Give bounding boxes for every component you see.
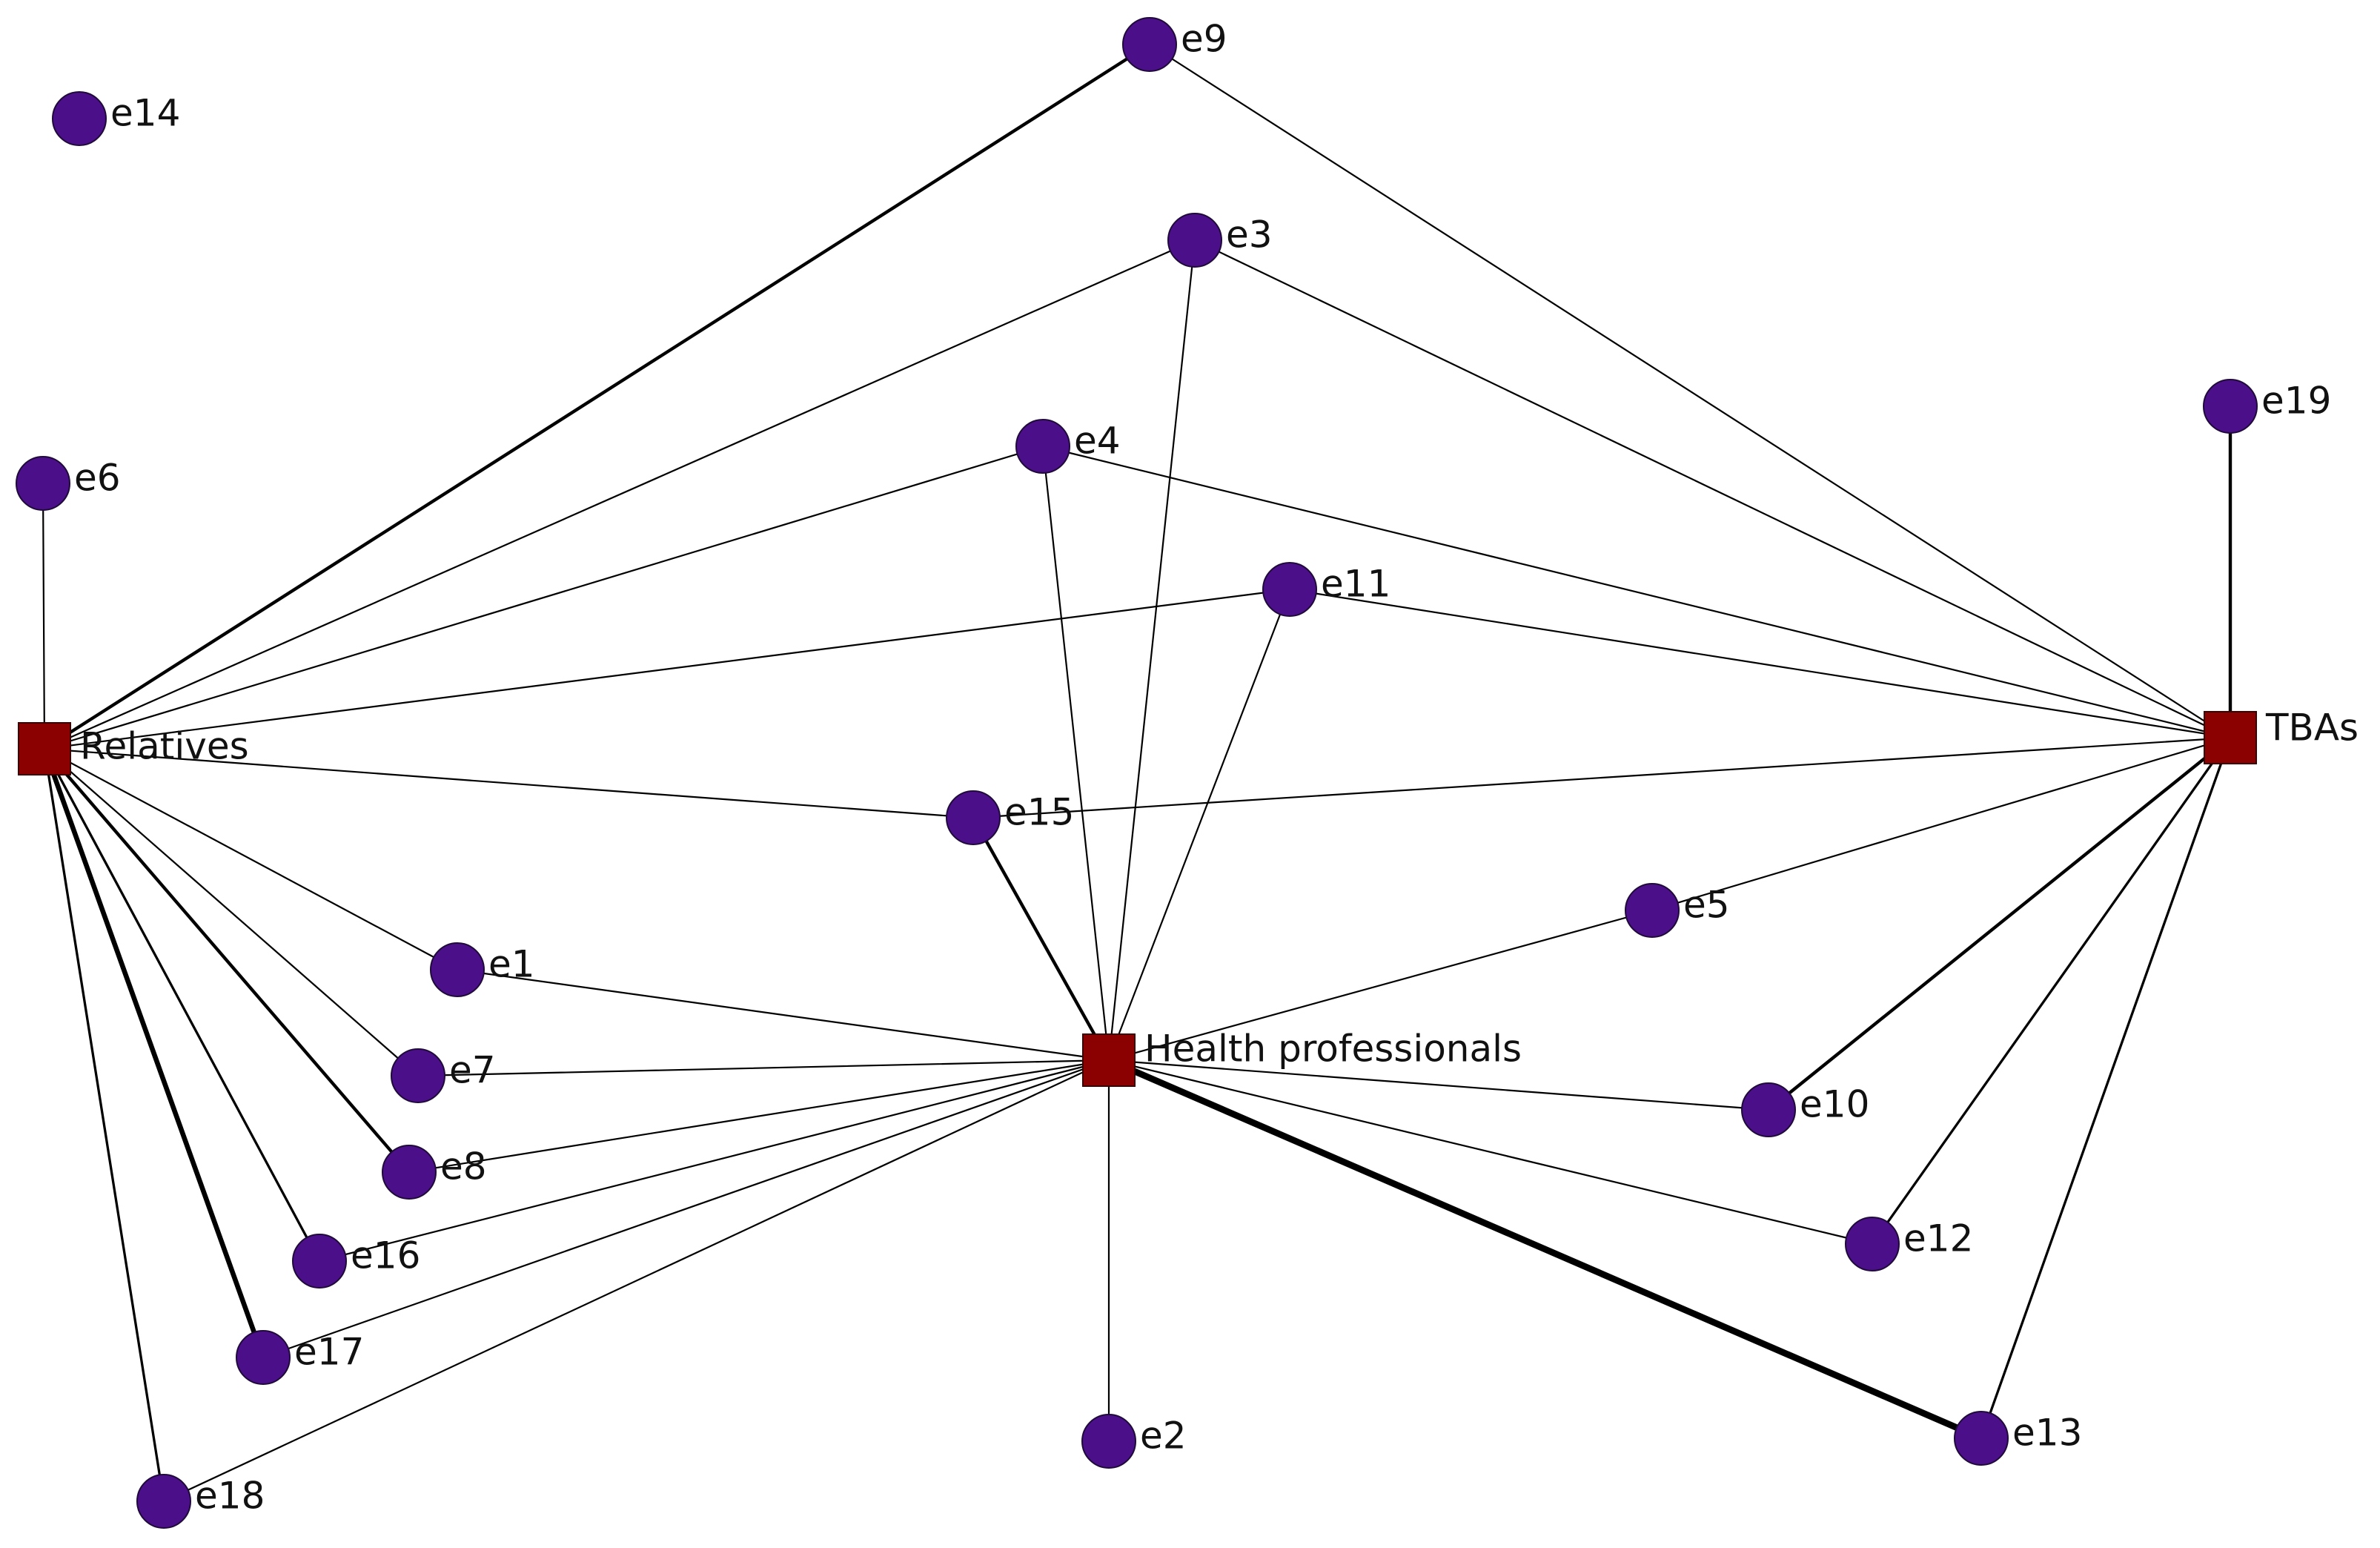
edge-e5-tbas (1651, 736, 2232, 912)
edge-e17-relatives (42, 746, 266, 1360)
nodes-layer (16, 17, 2258, 1529)
edge-e16-health (318, 1059, 1110, 1263)
node-label-e8: e8 (440, 1145, 487, 1188)
edge-e9-tbas (1148, 43, 2232, 739)
edge-e4-relatives (43, 445, 1044, 750)
node-label-e2: e2 (1140, 1415, 1187, 1458)
edge-e3-tbas (1193, 239, 2232, 739)
node-label-e13: e13 (2012, 1412, 2082, 1455)
edge-e12-tbas (1871, 736, 2232, 1246)
node-e10 (1741, 1082, 1796, 1137)
node-label-e16: e16 (351, 1234, 420, 1277)
edge-e3-relatives (43, 239, 1196, 750)
edge-e13-tbas (1980, 736, 2232, 1440)
node-e13 (1954, 1411, 2009, 1466)
edges-layer (42, 42, 2233, 1503)
node-label-relatives: Relatives (80, 725, 249, 768)
node-e17 (236, 1330, 291, 1385)
edge-e16-relatives (43, 747, 321, 1263)
node-relatives (18, 722, 71, 775)
edge-e18-health (162, 1059, 1110, 1503)
node-label-e7: e7 (449, 1049, 496, 1092)
node-e8 (382, 1145, 437, 1200)
edge-e9-relatives (42, 42, 1152, 751)
node-e3 (1167, 213, 1222, 268)
edge-e15-health (971, 816, 1111, 1062)
edge-e10-health (1107, 1059, 1770, 1111)
edge-e5-health (1107, 909, 1654, 1062)
node-e19 (2203, 379, 2258, 434)
node-label-e9: e9 (1181, 18, 1227, 61)
edge-e13-health (1105, 1056, 1985, 1442)
edge-e10-tbas (1766, 735, 2233, 1112)
node-e9 (1122, 17, 1177, 72)
edge-e12-health (1107, 1059, 1874, 1246)
node-label-e12: e12 (1903, 1217, 1973, 1260)
edge-e7-health (417, 1059, 1110, 1077)
edge-e1-health (456, 968, 1110, 1062)
node-e16 (292, 1234, 347, 1289)
node-e1 (430, 942, 485, 997)
edge-e11-health (1107, 588, 1291, 1062)
edge-e7-relatives (43, 747, 420, 1077)
node-e7 (391, 1048, 445, 1103)
node-e18 (136, 1474, 191, 1529)
edge-e11-relatives (43, 588, 1291, 750)
labels-layer: e1 e2 e3 e4 e5 e6 e7 e8 e9 e10 e11 e12 e13 e14 e15 e16 e… (74, 18, 2359, 1518)
node-label-e1: e1 (488, 943, 535, 986)
edge-e6-relatives (42, 482, 46, 750)
node-tbas (2204, 711, 2257, 764)
edge-e18-relatives (43, 747, 165, 1503)
node-label-e4: e4 (1074, 420, 1121, 463)
node-label-health: Health professionals (1144, 1028, 1522, 1071)
node-label-e3: e3 (1226, 214, 1273, 257)
node-label-e10: e10 (1800, 1083, 1869, 1126)
node-e2 (1081, 1414, 1136, 1469)
node-label-e19: e19 (2261, 380, 2331, 423)
edge-e15-relatives (43, 747, 975, 819)
node-e15 (946, 790, 1001, 845)
edge-e8-health (408, 1059, 1110, 1174)
node-e11 (1262, 562, 1317, 617)
edge-e3-health (1107, 239, 1196, 1062)
node-e12 (1845, 1217, 1900, 1271)
node-label-e18: e18 (195, 1475, 265, 1518)
edge-e15-tbas (972, 736, 2232, 819)
node-label-e17: e17 (294, 1331, 364, 1374)
node-label-tbas: TBAs (2265, 707, 2359, 750)
edge-e11-tbas (1288, 588, 2232, 739)
node-e4 (1015, 419, 1070, 474)
node-health (1082, 1033, 1136, 1087)
edge-e4-health (1041, 445, 1110, 1062)
edge-e1-relatives (43, 747, 459, 971)
edge-e4-tbas (1041, 445, 2232, 739)
node-e5 (1625, 883, 1680, 938)
node-label-e11: e11 (1321, 563, 1390, 606)
edge-e17-health (262, 1059, 1110, 1359)
node-label-e5: e5 (1683, 884, 1730, 927)
node-label-e14: e14 (110, 92, 180, 135)
node-e14 (52, 91, 107, 146)
node-label-e15: e15 (1004, 791, 1074, 834)
node-label-e6: e6 (74, 457, 121, 500)
edge-e8-relatives (42, 747, 411, 1174)
node-e6 (16, 456, 70, 511)
